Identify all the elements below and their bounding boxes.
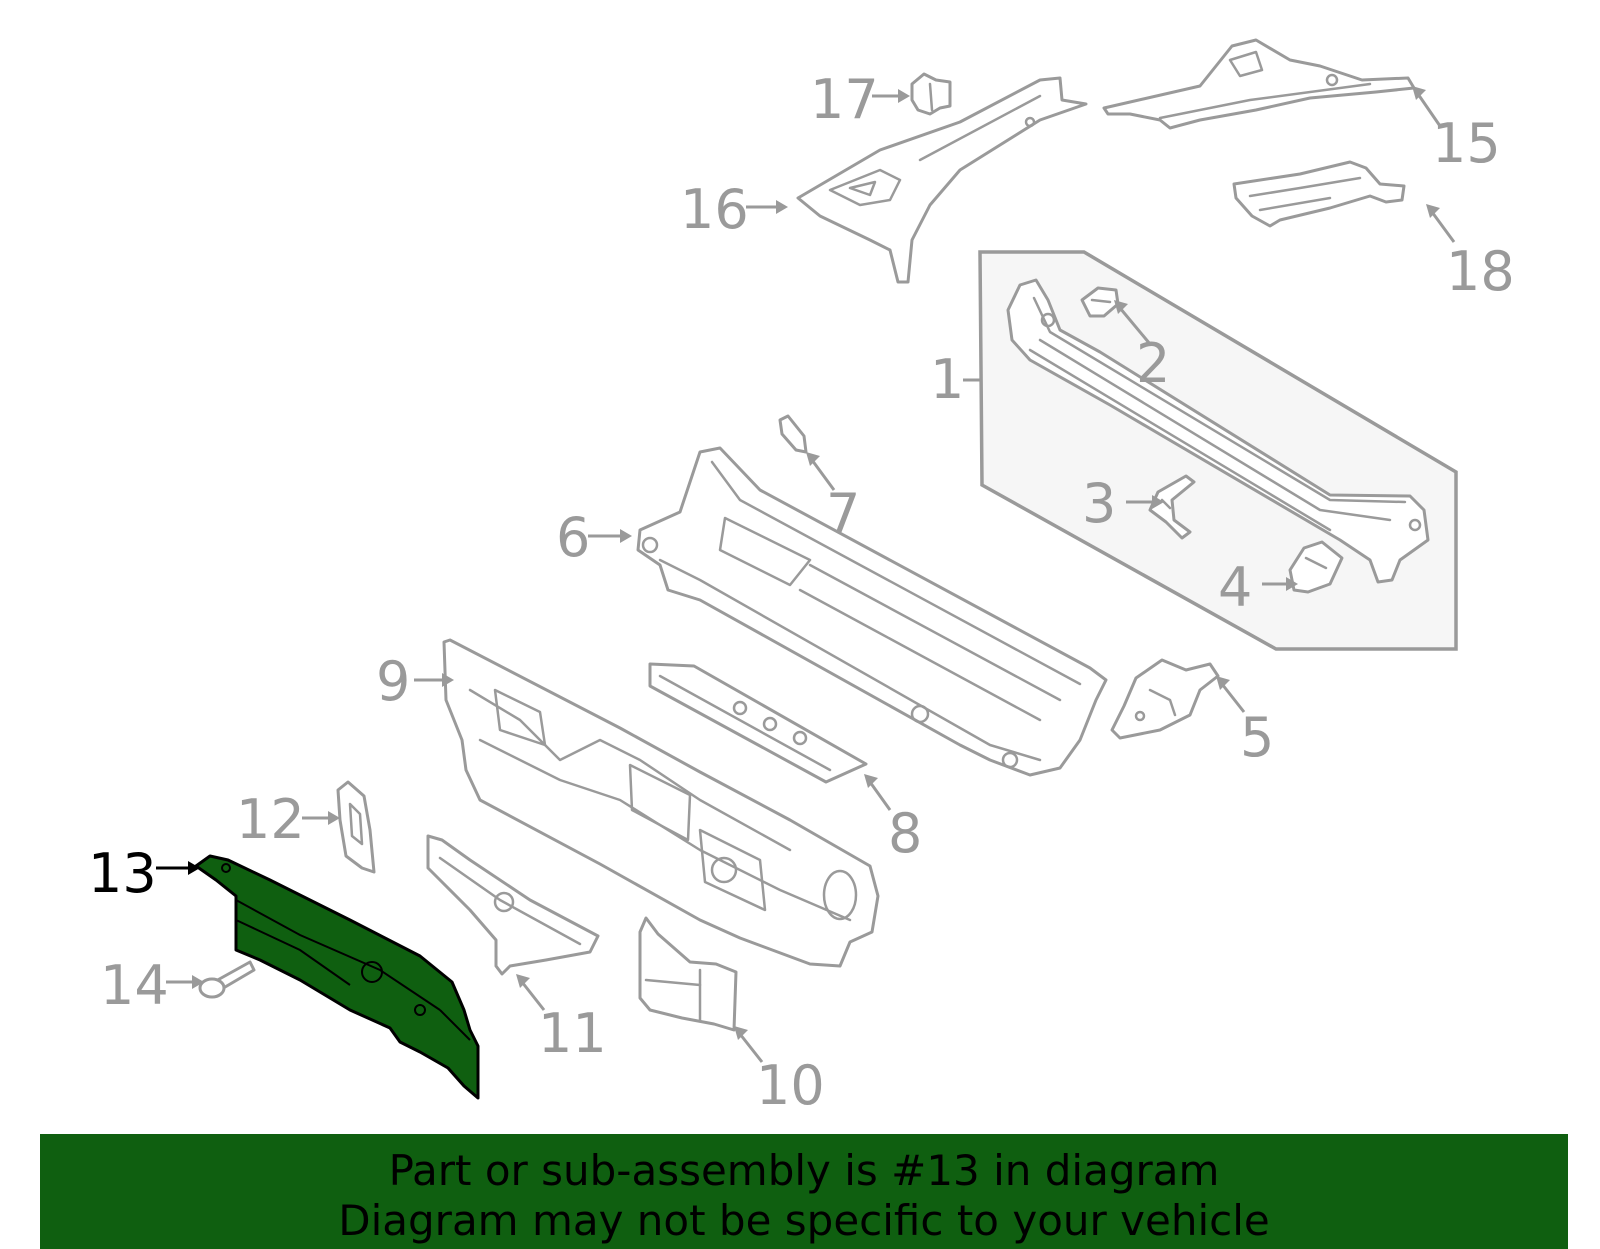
- part-6-cowl-upper[interactable]: [636, 446, 1108, 777]
- part-12-plate[interactable]: [336, 780, 376, 874]
- callout-17: 17: [810, 68, 879, 131]
- callout-8: 8: [888, 802, 922, 865]
- callout-13: 13: [88, 842, 157, 905]
- part-15-cowl-side[interactable]: [1102, 38, 1416, 130]
- part-8-reinforcement[interactable]: [648, 662, 868, 784]
- part-7-clip[interactable]: [778, 414, 808, 454]
- part-9-dash-panel[interactable]: [442, 638, 880, 968]
- part-1-cowl-panel[interactable]: [1006, 278, 1430, 584]
- callout-3: 3: [1082, 472, 1116, 535]
- callout-15: 15: [1432, 112, 1501, 175]
- banner-line-1: Part or sub-assembly is #13 in diagram: [388, 1146, 1220, 1195]
- part-10-bracket[interactable]: [638, 916, 738, 1032]
- banner-line-2: Diagram may not be specific to your vehi…: [338, 1196, 1270, 1245]
- callout-5: 5: [1240, 706, 1274, 769]
- callout-7: 7: [826, 482, 860, 545]
- part-11-reinforcement[interactable]: [426, 834, 600, 976]
- info-banner: Part or sub-assembly is #13 in diagram D…: [40, 1134, 1568, 1249]
- callout-9: 9: [376, 650, 410, 713]
- part-16-cowl-side[interactable]: [796, 76, 1088, 284]
- part-3-bracket[interactable]: [1148, 474, 1196, 540]
- part-18-duct[interactable]: [1232, 160, 1406, 228]
- callout-4: 4: [1218, 556, 1252, 619]
- callout-12: 12: [236, 788, 305, 851]
- callout-16: 16: [680, 178, 749, 241]
- part-14-bolt[interactable]: [198, 960, 256, 999]
- part-13-highlighted[interactable]: [194, 854, 480, 1100]
- part-17-bracket[interactable]: [910, 72, 952, 116]
- callout-2: 2: [1136, 332, 1170, 395]
- callout-11: 11: [538, 1002, 607, 1065]
- callout-14: 14: [100, 954, 169, 1017]
- callout-18: 18: [1446, 240, 1515, 303]
- callout-6: 6: [556, 506, 590, 569]
- callout-10: 10: [756, 1054, 825, 1117]
- callout-1: 1: [930, 348, 964, 411]
- part-5-bracket[interactable]: [1110, 658, 1220, 740]
- part-4-bracket[interactable]: [1288, 540, 1344, 594]
